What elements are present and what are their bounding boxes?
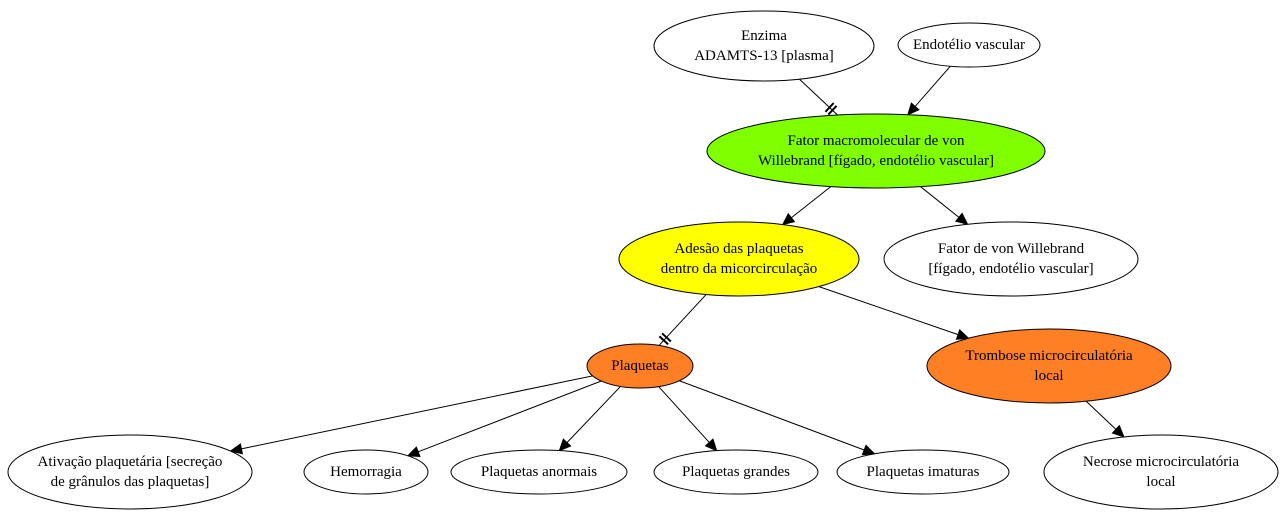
node-necrose[interactable]: Necrose microcirculatória local xyxy=(1043,434,1279,510)
inhibition-tee-mark xyxy=(661,332,672,343)
arrowhead xyxy=(955,328,970,340)
arrowhead xyxy=(558,438,572,452)
edge-adesao-to-plaquetas xyxy=(658,294,707,346)
node-ativacao[interactable]: Ativação plaquetária [secreção de grânulo… xyxy=(7,434,253,510)
node-label: Adesão das plaquetas xyxy=(674,241,803,257)
edge-line xyxy=(914,65,951,107)
node-plaquetas[interactable]: Plaquetas xyxy=(586,343,694,389)
node-label: de grânulos das plaquetas] xyxy=(51,474,210,490)
node-label: Fator macromolecular de von xyxy=(787,133,965,149)
node-label: Ativação plaquetária [secreção xyxy=(38,454,223,470)
node-anormais[interactable]: Plaquetas anormais xyxy=(450,449,628,495)
node-label: Hemorragia xyxy=(330,464,402,480)
node-label: local xyxy=(1146,474,1175,490)
edge-line xyxy=(799,78,838,116)
arrowhead xyxy=(229,443,244,455)
edge-plaquetas-to-imaturas xyxy=(679,380,876,456)
node-vwf[interactable]: Fator de von Willebrand [fígado, endotéli… xyxy=(883,221,1139,297)
edge-adamts13-to-vwf_macro xyxy=(799,78,838,116)
edge-line xyxy=(417,380,602,453)
inhibition-tee-mark xyxy=(824,102,835,113)
node-label: Endotélio vascular xyxy=(913,37,1025,53)
arrowhead xyxy=(406,446,421,458)
arrowhead xyxy=(704,438,718,452)
node-ellipse xyxy=(706,113,1046,189)
node-trombose[interactable]: Trombose microcirculatória local xyxy=(926,328,1172,404)
node-ellipse xyxy=(303,449,429,495)
node-ellipse xyxy=(653,449,819,495)
node-ellipse xyxy=(653,10,875,82)
inhibition-tee-mark xyxy=(827,105,838,116)
edge-line xyxy=(791,186,832,219)
node-endotelio[interactable]: Endotélio vascular xyxy=(897,22,1041,68)
node-label: Willebrand [fígado, endotélio vascular] xyxy=(758,153,994,169)
edges-layer xyxy=(229,65,1125,458)
edge-vwf_macro-to-vwf xyxy=(920,186,969,225)
node-label: Fator de von Willebrand xyxy=(938,241,1085,257)
edge-line xyxy=(920,186,960,218)
node-label: Enzima xyxy=(741,28,787,44)
node-label: local xyxy=(1034,368,1063,384)
arrowhead xyxy=(861,444,876,456)
node-label: Necrose microcirculatória xyxy=(1083,454,1240,470)
node-label: [fígado, endotélio vascular] xyxy=(928,261,1093,277)
node-ellipse xyxy=(7,434,253,510)
node-imaturas[interactable]: Plaquetas imaturas xyxy=(836,449,1010,495)
edge-line xyxy=(818,286,959,336)
node-label: ADAMTS-13 [plasma] xyxy=(694,48,834,64)
node-ellipse xyxy=(450,449,628,495)
edge-trombose-to-necrose xyxy=(1085,400,1125,438)
arrowhead xyxy=(907,102,920,116)
edge-line xyxy=(241,375,593,450)
arrowhead xyxy=(954,212,969,225)
node-ellipse xyxy=(618,221,860,297)
edge-line xyxy=(679,380,865,451)
node-ellipse xyxy=(897,22,1041,68)
edge-plaquetas-to-anormais xyxy=(558,386,621,452)
edge-plaquetas-to-grandes xyxy=(658,386,718,452)
node-ellipse xyxy=(883,221,1139,297)
edge-endotelio-to-vwf_macro xyxy=(907,65,951,116)
arrowhead xyxy=(781,212,796,226)
node-label: Plaquetas imaturas xyxy=(867,464,980,480)
node-label: Plaquetas anormais xyxy=(481,464,597,480)
node-hemorragia[interactable]: Hemorragia xyxy=(303,449,429,495)
edge-line xyxy=(658,386,710,443)
node-ellipse xyxy=(1043,434,1279,510)
edge-plaquetas-to-ativacao xyxy=(229,375,593,455)
edge-plaquetas-to-hemorragia xyxy=(406,380,602,458)
node-label: dentro da micorcirculação xyxy=(661,261,818,277)
node-adesao[interactable]: Adesão das plaquetas dentro da micorcircu… xyxy=(618,221,860,297)
node-ellipse xyxy=(586,343,694,389)
node-ellipse xyxy=(836,449,1010,495)
node-label: Trombose microcirculatória xyxy=(965,348,1133,364)
node-label: Plaquetas grandes xyxy=(682,464,790,480)
node-grandes[interactable]: Plaquetas grandes xyxy=(653,449,819,495)
edge-line xyxy=(1085,400,1117,430)
node-label: Plaquetas xyxy=(611,358,669,374)
edge-adesao-to-trombose xyxy=(818,286,970,340)
edge-line xyxy=(566,386,621,443)
node-ellipse xyxy=(926,328,1172,404)
inhibition-tee-mark xyxy=(658,335,669,346)
arrowhead xyxy=(1111,424,1125,438)
edge-vwf_macro-to-adesao xyxy=(781,186,832,226)
